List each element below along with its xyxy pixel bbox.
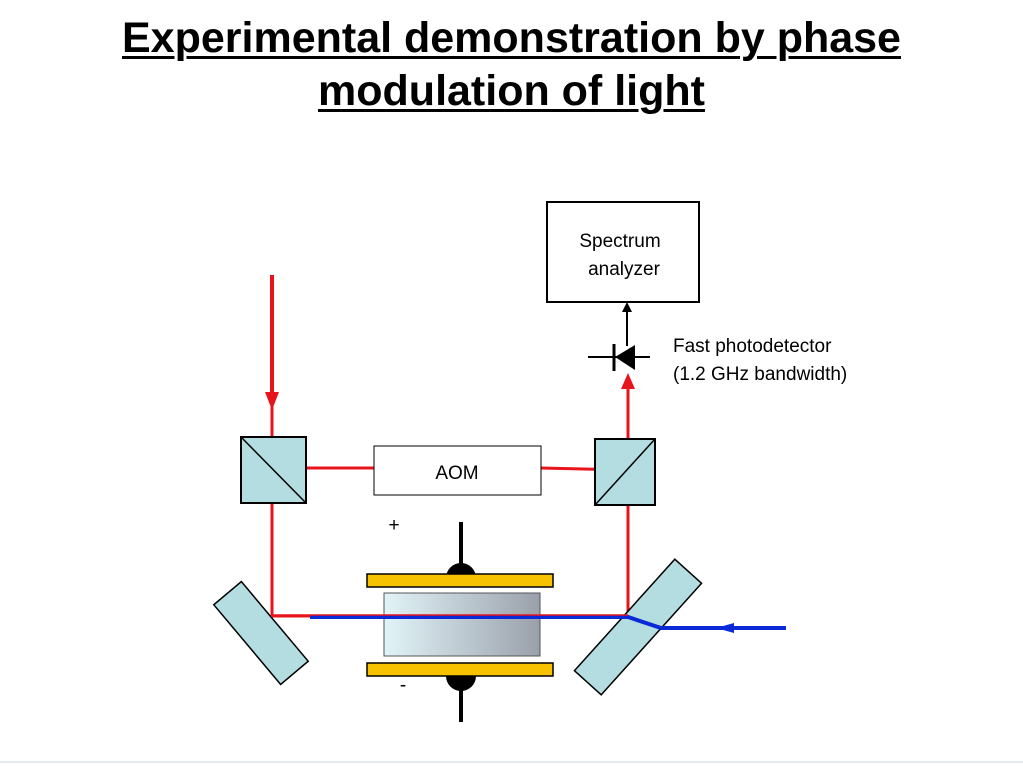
electrode-plus-label: +: [388, 515, 399, 536]
beam-splitter-right: [594, 438, 656, 506]
title-line-1: Experimental demonstration by phase: [122, 14, 901, 62]
slide-title: Experimental demonstration by phase modu…: [0, 12, 1023, 118]
crystal: [383, 592, 541, 657]
output-beam-arrow: [621, 373, 635, 389]
aom-box: AOM: [373, 445, 542, 496]
spectrum-analyzer: Spectrum analyzer: [546, 201, 700, 303]
electrode-bottom: [366, 662, 554, 722]
blue-beam-arrow: [716, 623, 734, 633]
blue-beam: [310, 615, 786, 630]
photodiode-icon: [588, 344, 650, 371]
photodetector-label-2: (1.2 GHz bandwidth): [673, 364, 847, 385]
input-beam-arrow: [265, 392, 279, 410]
aom-label: AOM: [435, 463, 478, 484]
electrode-top: [366, 522, 554, 588]
photodetector-label-1: Fast photodetector: [673, 336, 832, 357]
spectrum-analyzer-label-2: analyzer: [588, 259, 660, 280]
spectrum-analyzer-label-1: Spectrum: [579, 231, 660, 252]
mirror-left: [212, 580, 310, 686]
signal-arrow: [622, 302, 632, 346]
bottom-rule: [0, 761, 1023, 763]
electrode-minus-label: -: [400, 675, 406, 696]
title-line-2: modulation of light: [318, 67, 705, 115]
beam-splitter-left: [240, 436, 307, 504]
